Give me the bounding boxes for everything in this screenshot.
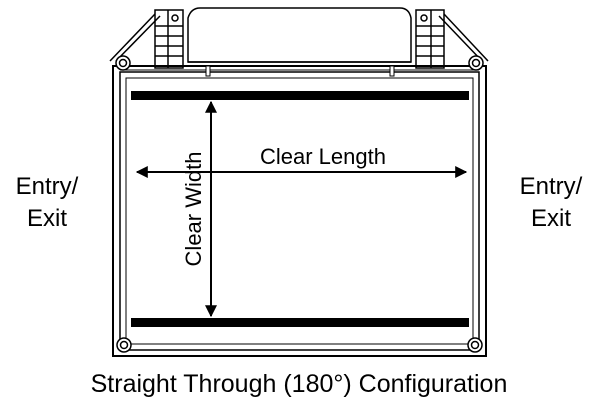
top-hardware bbox=[109, 7, 489, 69]
top-rail bbox=[131, 91, 469, 100]
caption: Straight Through (180°) Configuration bbox=[91, 370, 508, 398]
motor-housing bbox=[187, 7, 412, 63]
clear-width-label: Clear Width bbox=[181, 152, 206, 267]
corner-posts bbox=[115, 55, 484, 353]
right-bracket bbox=[415, 9, 445, 69]
right-entry-label-line2: Exit bbox=[531, 205, 571, 232]
enclosure-frame bbox=[112, 65, 487, 357]
left-entry-label-line2: Exit bbox=[27, 205, 67, 232]
left-entry-label-line1: Entry/ bbox=[16, 173, 79, 200]
bottom-rail bbox=[131, 318, 469, 327]
left-bracket bbox=[154, 9, 184, 69]
clear-length-label: Clear Length bbox=[260, 144, 386, 169]
right-entry-label-line1: Entry/ bbox=[520, 173, 583, 200]
